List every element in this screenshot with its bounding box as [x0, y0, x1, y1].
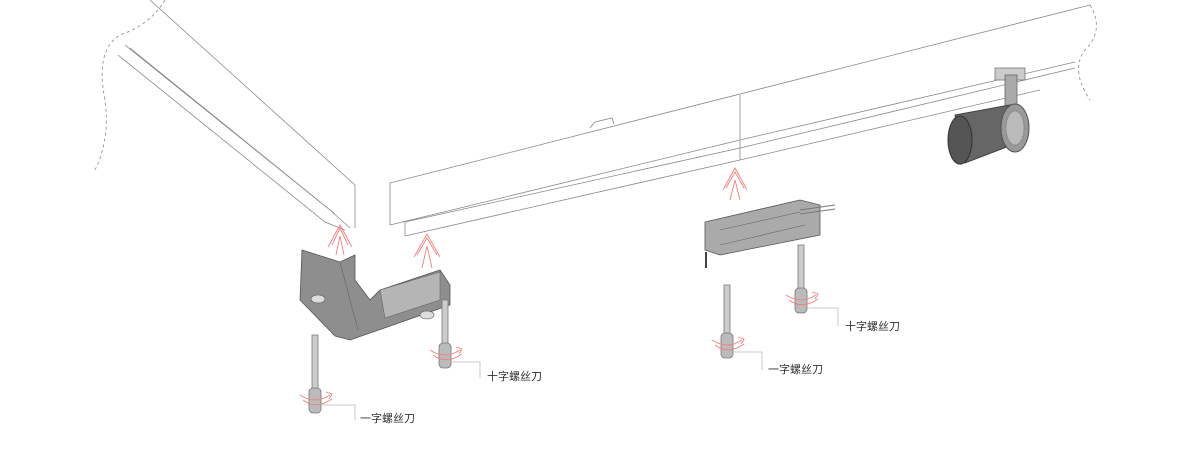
straight-connector	[704, 199, 836, 268]
phillips-screwdriver-label: 十字螺丝刀	[845, 320, 900, 333]
flat-screwdriver-left	[311, 334, 319, 391]
leader-line	[321, 404, 356, 420]
leader-line	[807, 307, 839, 326]
up-arrow-icon	[722, 167, 748, 201]
up-arrow-icon	[327, 224, 353, 256]
leader-line	[451, 361, 481, 378]
rotate-arrow-icon	[429, 346, 463, 361]
ceiling-outline-right	[1078, 4, 1097, 101]
corner-connector	[299, 249, 451, 341]
rotate-arrow-icon	[785, 291, 819, 306]
main-track-rail	[389, 4, 1091, 237]
screwdrivers	[308, 244, 808, 414]
rotate-arrow-icon	[299, 391, 333, 406]
left-track-rail	[117, 0, 356, 231]
leader-line	[733, 351, 763, 370]
phillips-screwdriver-left	[441, 299, 449, 346]
flat-screwdriver-label: 一字螺丝刀	[768, 363, 823, 376]
spotlight	[947, 67, 1030, 165]
flat-screwdriver-right	[723, 284, 731, 336]
rotate-arrow-icon	[711, 336, 745, 351]
ceiling-outline-left	[94, 0, 166, 171]
phillips-screwdriver-right	[797, 244, 805, 291]
flat-screwdriver-label: 一字螺丝刀	[360, 412, 415, 425]
up-arrow-icon	[413, 233, 441, 269]
phillips-screwdriver-label: 十字螺丝刀	[487, 370, 542, 383]
